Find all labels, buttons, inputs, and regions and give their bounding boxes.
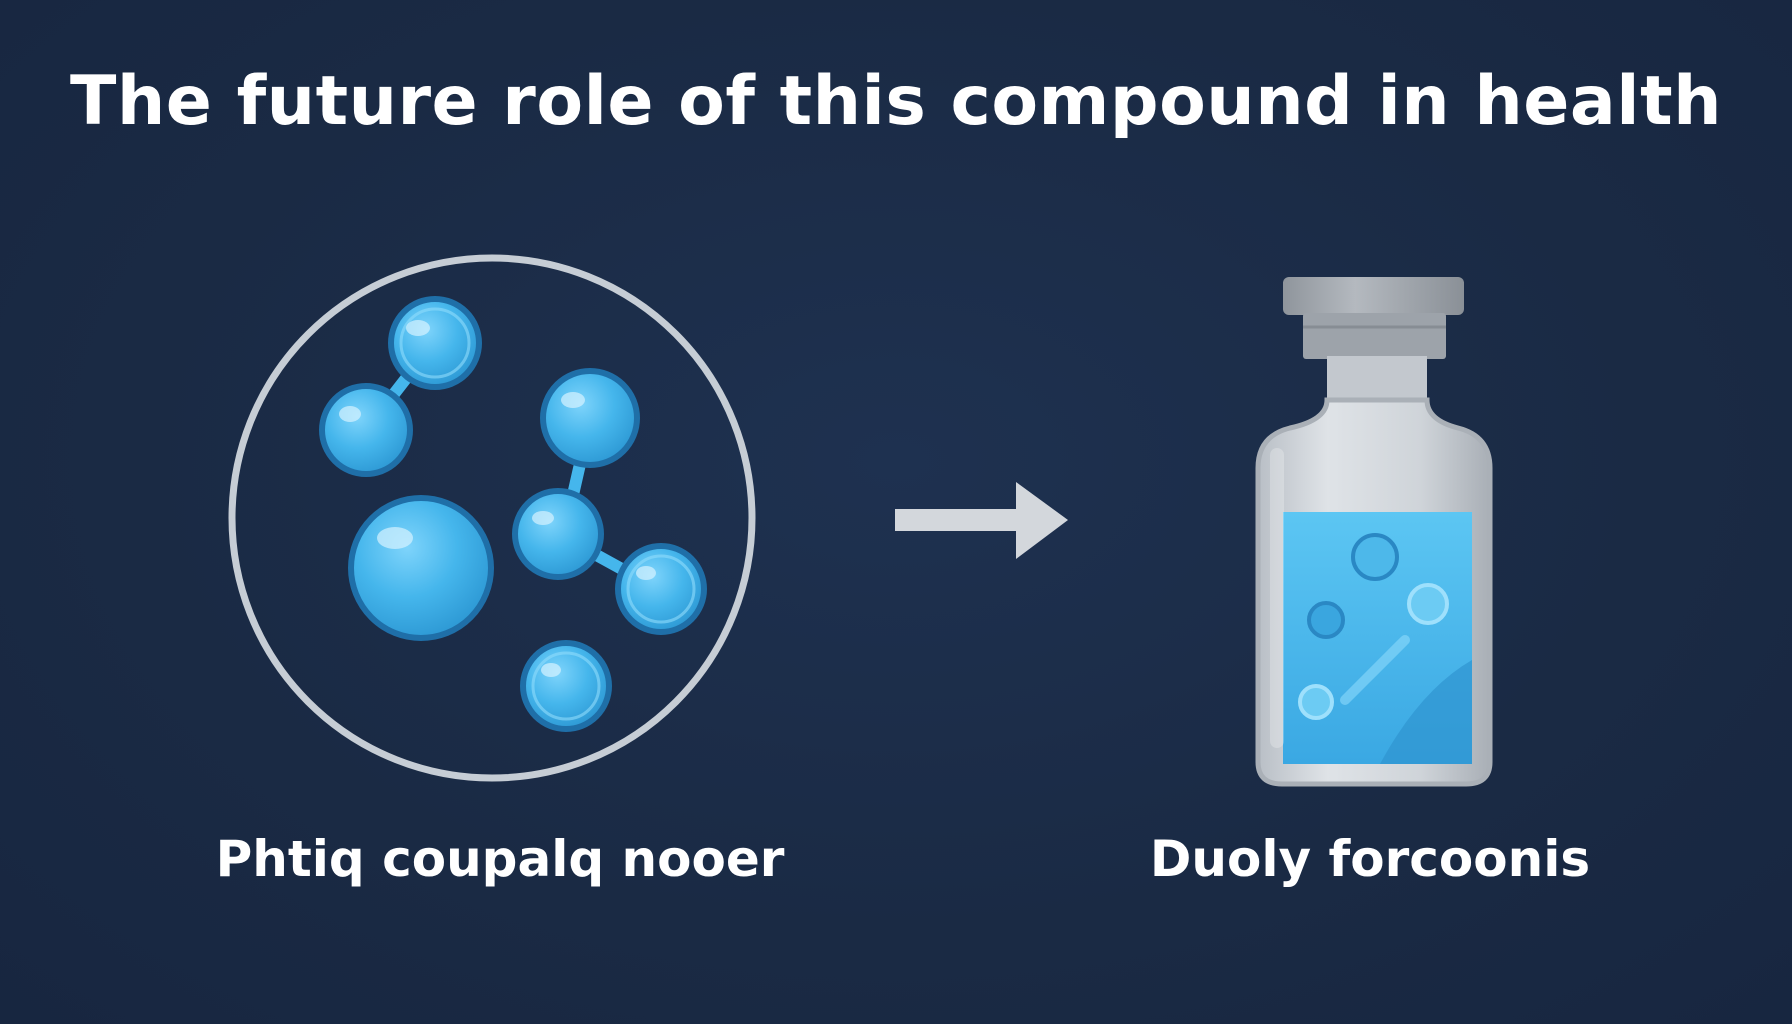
vial-bubbles bbox=[1298, 533, 1449, 720]
atom-large-center bbox=[348, 495, 494, 641]
vial-cap-top bbox=[1283, 277, 1464, 315]
vial-icon bbox=[1255, 277, 1493, 787]
right-arrow-icon bbox=[895, 482, 1068, 559]
atom-top bbox=[388, 296, 482, 390]
atom-far-right bbox=[615, 543, 707, 635]
diagram-title: The future role of this compound in heal… bbox=[69, 62, 1722, 141]
atom-middle-right bbox=[512, 488, 604, 580]
atom-upper-left bbox=[319, 383, 413, 477]
atom-bottom bbox=[520, 640, 612, 732]
molecule-frame-circle bbox=[228, 254, 756, 782]
vial-cap-band bbox=[1303, 313, 1446, 359]
atom-highlights bbox=[339, 320, 656, 677]
left-caption: Phtiq coupalq nooer bbox=[215, 830, 785, 888]
molecule-atoms bbox=[319, 296, 707, 732]
atom-upper-right bbox=[540, 368, 640, 468]
vial-neck bbox=[1327, 356, 1427, 404]
right-caption: Duoly forcoonis bbox=[1149, 830, 1591, 888]
molecule-cluster-icon bbox=[228, 254, 756, 782]
atom-rings bbox=[399, 307, 696, 721]
